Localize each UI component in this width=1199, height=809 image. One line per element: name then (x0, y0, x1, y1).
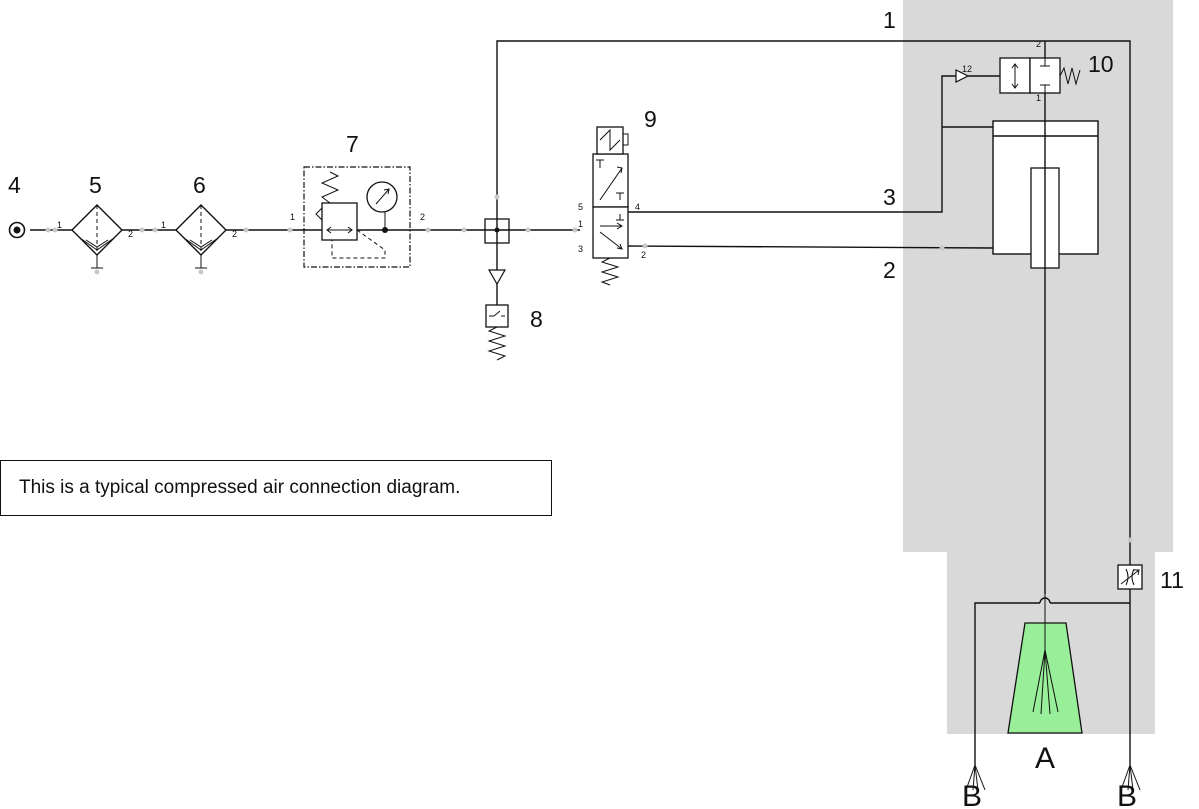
label-7: 7 (346, 131, 359, 157)
spray-nozzle-a (1007, 594, 1083, 734)
line-1-supply (496, 40, 1131, 565)
cylinder (992, 93, 1099, 594)
pilot-valve-10 (999, 57, 1081, 94)
junction-block (484, 218, 510, 244)
label-10: 10 (1088, 51, 1114, 77)
port-v10-12: 12 (962, 64, 972, 74)
solenoid-valve-9 (592, 126, 629, 286)
port-v9-4: 4 (635, 202, 640, 212)
port-markers (45, 194, 1133, 543)
label-line-3: 3 (883, 184, 896, 210)
port-v10-2: 2 (1036, 39, 1041, 49)
label-line-2: 2 (883, 257, 896, 283)
port-reg-out: 2 (420, 212, 425, 222)
label-9: 9 (644, 106, 657, 132)
label-a: A (1035, 742, 1055, 775)
note-box: This is a typical compressed air connect… (0, 460, 552, 516)
label-8: 8 (530, 306, 543, 332)
port-f5-out: 2 (128, 229, 133, 239)
port-v9-5: 5 (578, 202, 583, 212)
port-reg-in: 1 (290, 212, 295, 222)
filter-5-symbol (71, 204, 123, 269)
port-f6-in: 1 (161, 220, 166, 230)
label-line-1: 1 (883, 7, 896, 33)
air-source-symbol (8, 221, 26, 239)
throttle-valve-11 (1117, 564, 1143, 590)
pressure-regulator-7 (303, 166, 411, 268)
label-11: 11 (1160, 567, 1184, 593)
air-cap-right (1120, 764, 1141, 791)
line-b-left (974, 602, 1040, 765)
label-5: 5 (89, 172, 102, 198)
line-3 (628, 75, 956, 213)
note-text: This is a typical compressed air connect… (19, 477, 461, 498)
port-v10-1: 1 (1036, 93, 1041, 103)
label-6: 6 (193, 172, 206, 198)
port-f6-out: 2 (232, 229, 237, 239)
air-cap-left (965, 764, 986, 791)
pressure-switch-8 (485, 243, 509, 361)
line-2 (627, 245, 994, 249)
port-f5-in: 1 (57, 220, 62, 230)
port-v9-3: 3 (578, 244, 583, 254)
label-b-left: B (962, 780, 982, 809)
filter-6-symbol (175, 204, 227, 269)
port-v9-2: 2 (641, 250, 646, 260)
label-4: 4 (8, 172, 21, 198)
gun-shaded-region (903, 0, 1173, 734)
port-v9-1: 1 (578, 219, 583, 229)
label-b-right: B (1117, 780, 1137, 809)
